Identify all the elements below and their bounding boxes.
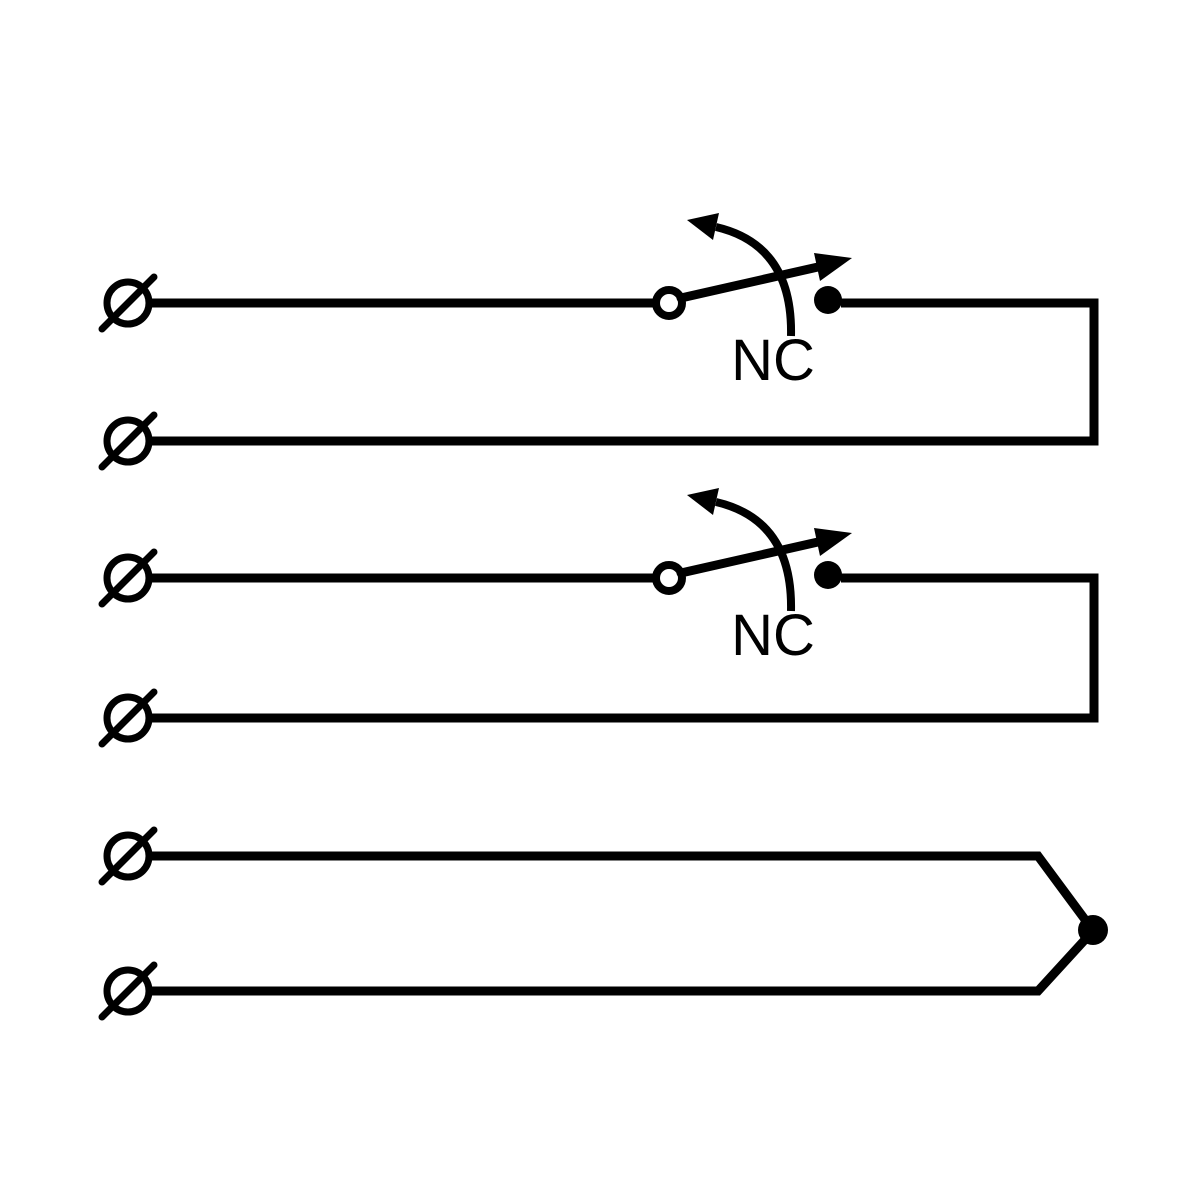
switch-lever (676, 537, 823, 578)
nc-switch-circuit-2: NC (98, 488, 1099, 748)
junction-dot (1078, 915, 1108, 945)
terminal-slash (98, 688, 158, 748)
terminal-slash (98, 548, 158, 608)
switch-lever (676, 262, 823, 303)
actuation-arrowhead-icon (687, 488, 719, 515)
terminal-ring (103, 278, 153, 328)
terminal-ring (103, 416, 153, 466)
contact-label: NC (731, 603, 815, 668)
upper-wire (150, 851, 1096, 932)
output-wire (150, 298, 1099, 446)
actuation-arrow (715, 223, 796, 337)
screw-terminal-icon (98, 411, 158, 471)
terminal-ring (103, 966, 153, 1016)
terminal-slash (98, 273, 158, 333)
joined-terminal-loop (98, 826, 1108, 1021)
lower-wire (150, 928, 1096, 996)
terminal-slash (98, 961, 158, 1021)
screw-terminal-icon (98, 826, 158, 886)
contact-label: NC (731, 328, 815, 393)
screw-terminal-icon (98, 548, 158, 608)
lever-arrowhead-icon (814, 253, 852, 281)
lever-arrowhead-icon (814, 528, 852, 556)
terminal-ring (103, 831, 153, 881)
fixed-contact-dot (814, 286, 842, 314)
screw-terminal-icon (98, 961, 158, 1021)
actuation-arrow (715, 498, 796, 612)
terminal-slash (98, 826, 158, 886)
terminal-slash (98, 411, 158, 471)
output-wire (150, 573, 1099, 723)
terminal-ring (103, 693, 153, 743)
switch-pivot (652, 286, 686, 320)
actuation-arrowhead-icon (687, 213, 719, 240)
nc-switch-circuit-1: NC (98, 213, 1099, 471)
fixed-contact-dot (814, 561, 842, 589)
screw-terminal-icon (98, 688, 158, 748)
terminal-ring (103, 553, 153, 603)
screw-terminal-icon (98, 273, 158, 333)
switch-pivot (652, 561, 686, 595)
